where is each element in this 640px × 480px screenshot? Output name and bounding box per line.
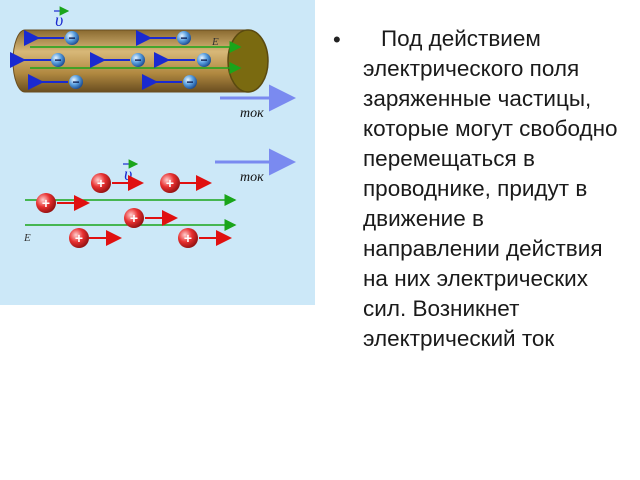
svg-text:−: − [180,31,187,45]
positive-charge: + [91,173,111,193]
svg-text:−: − [186,75,193,89]
positive-charge-velocity-arrows [57,175,232,246]
svg-text:+: + [166,175,174,191]
svg-text:−: − [200,53,207,67]
positive-charge: + [178,228,198,248]
svg-text:+: + [97,175,105,191]
positive-charges: + + + + + + [36,173,198,248]
svg-text:−: − [54,53,61,67]
svg-text:−: − [68,31,75,45]
electron: − [183,75,197,89]
svg-text:+: + [184,230,192,246]
conductor-illustration: υ E − − − − − − − ток ток υ [0,0,315,305]
electron: − [131,53,145,67]
illustration-svg: υ E − − − − − − − ток ток υ [9,6,296,248]
svg-text:+: + [42,195,50,211]
current-label-top: ток [240,106,264,121]
positive-charge: + [124,208,144,228]
velocity-symbol-bottom: υ [124,164,132,184]
electron: − [69,75,83,89]
field-lines-top [30,41,242,74]
electron: − [197,53,211,67]
current-label-bottom: ток [240,170,264,185]
electron-velocity-arrows [9,30,195,90]
svg-text:+: + [75,230,83,246]
electrons: − − − − − − − [51,31,211,89]
svg-text:−: − [134,53,141,67]
positive-charge: + [36,193,56,213]
bullet-marker: • [333,27,341,52]
slide-body-text: Под действием электрического поля заряже… [363,26,618,351]
field-symbol-bottom: E [23,232,31,244]
electron: − [65,31,79,45]
velocity-symbol-top: υ [55,10,63,30]
positive-charge: + [160,173,180,193]
positive-charge: + [69,228,89,248]
conductor-end-face [227,29,269,93]
svg-text:−: − [72,75,79,89]
field-symbol-top: E [211,36,219,48]
electron: − [177,31,191,45]
svg-text:+: + [130,210,138,226]
electron: − [51,53,65,67]
